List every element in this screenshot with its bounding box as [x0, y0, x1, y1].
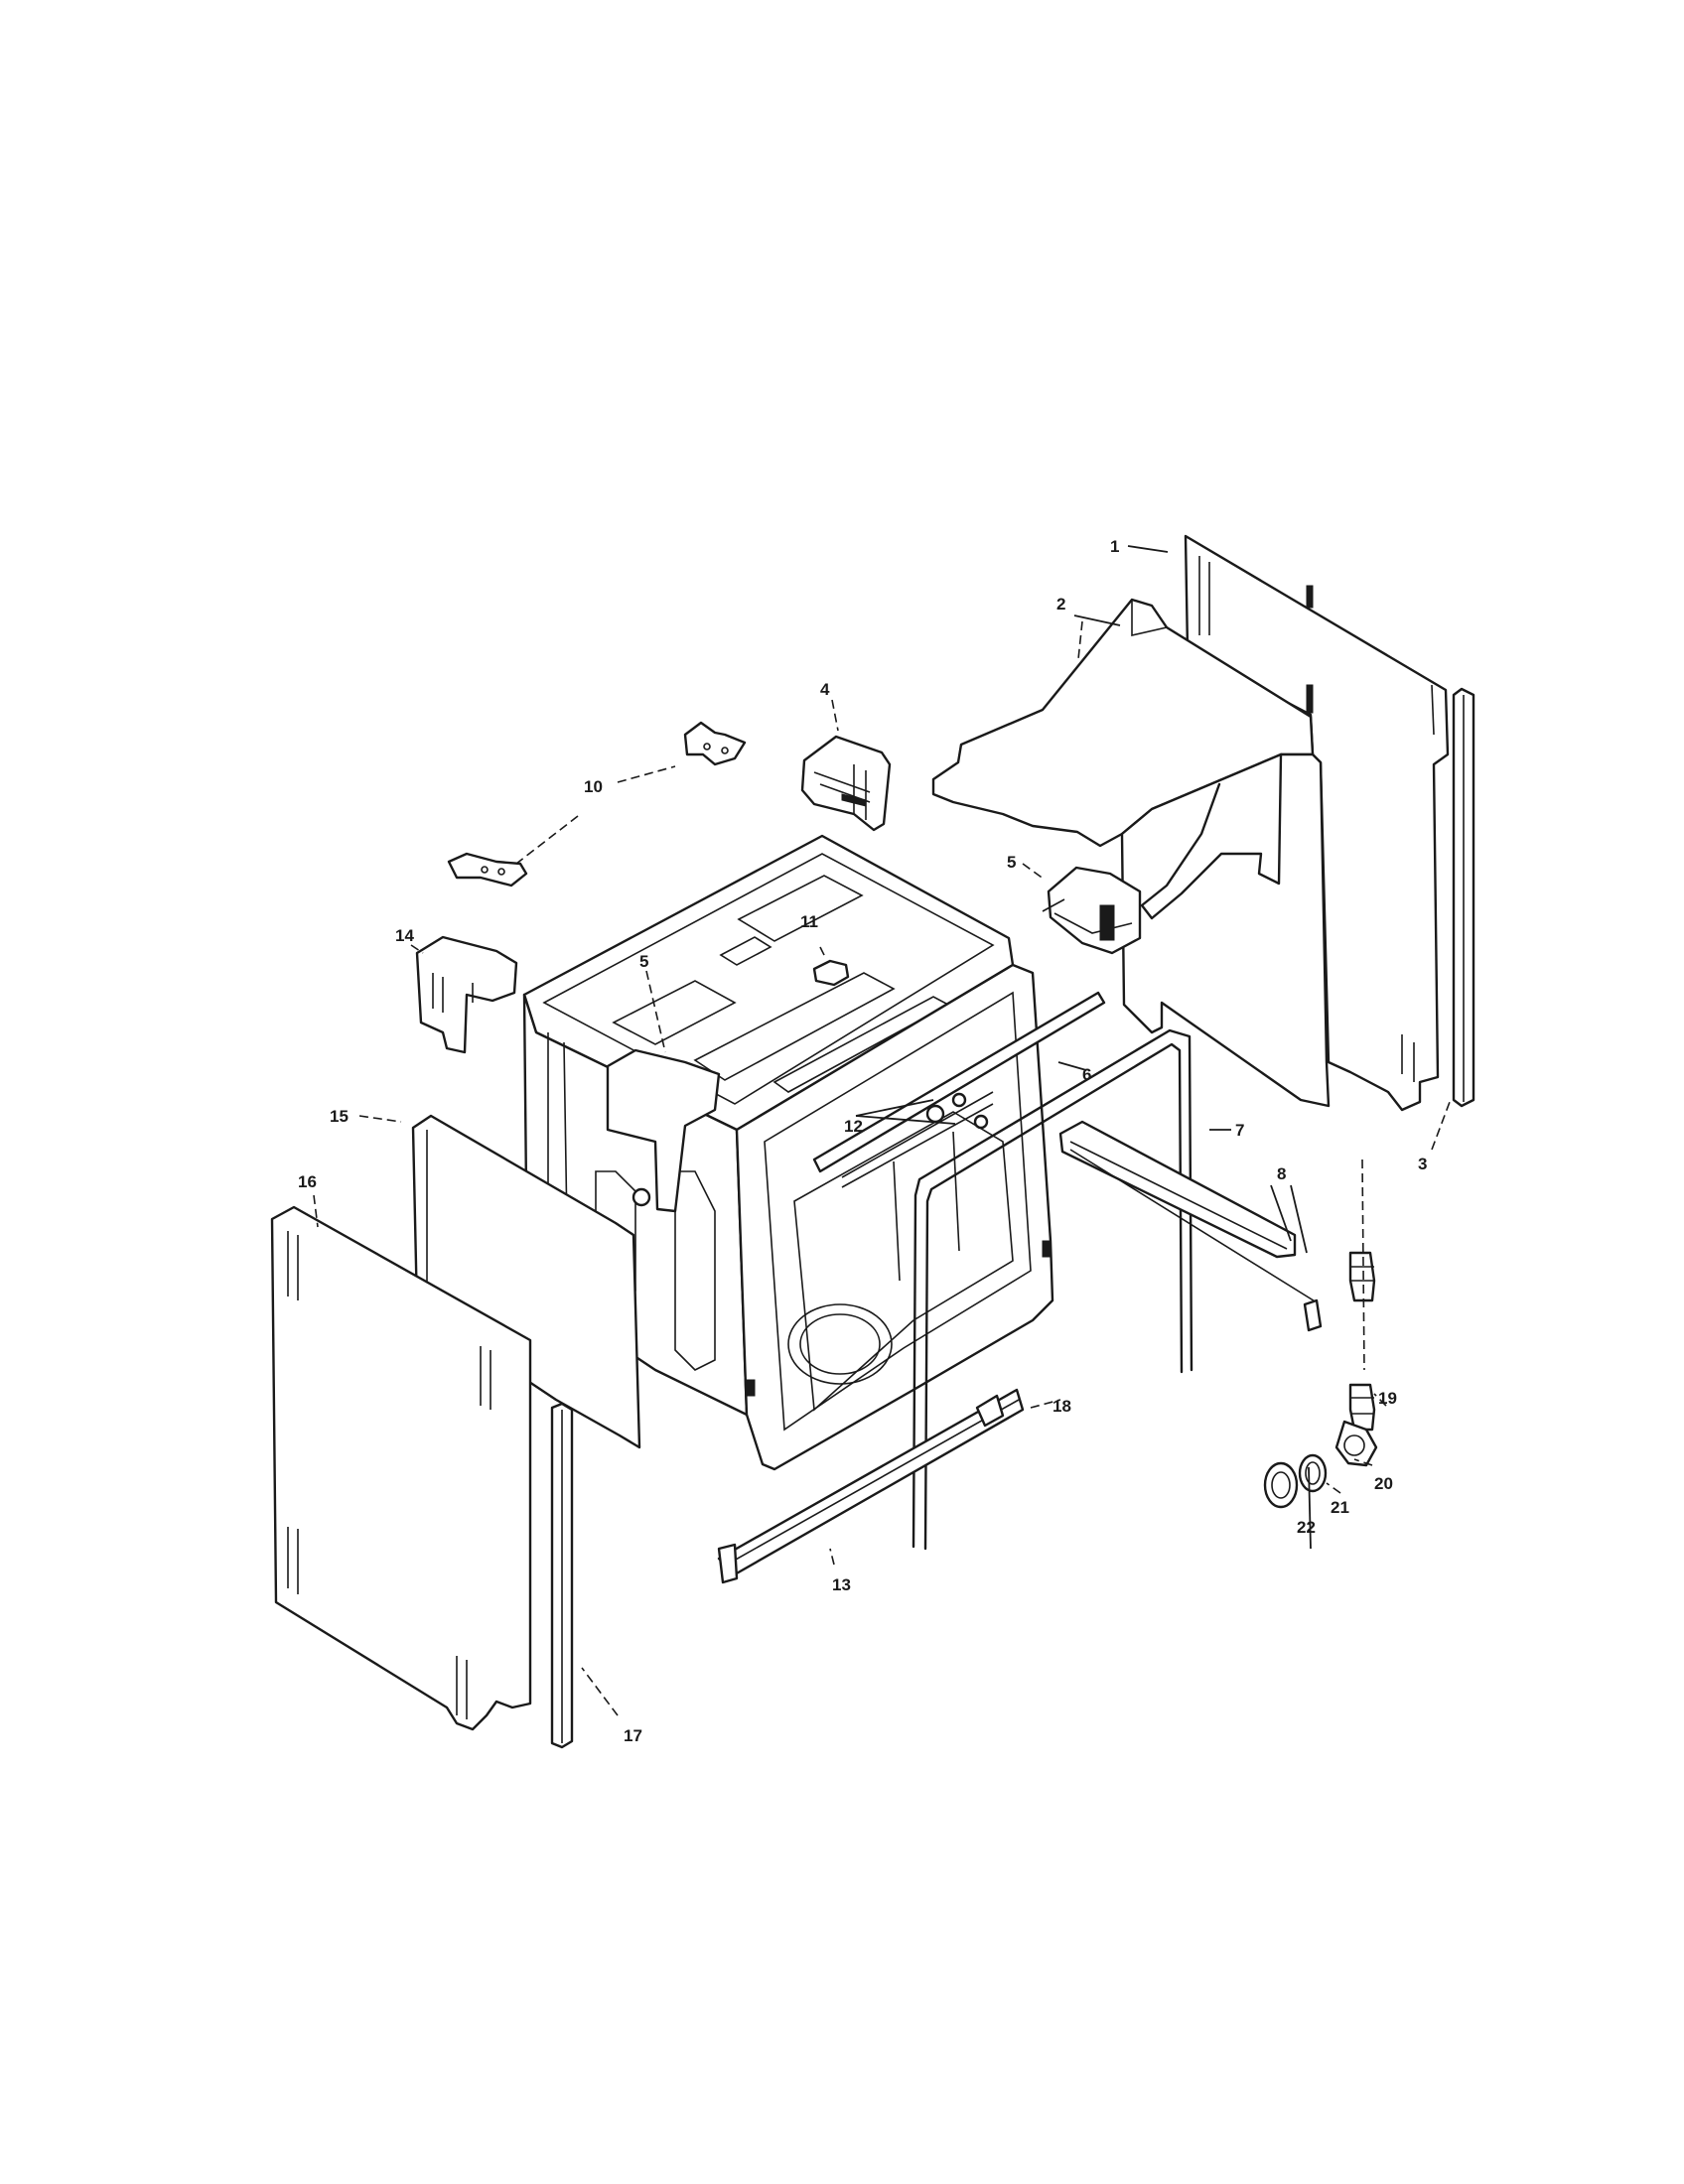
part-21-washer	[1298, 1453, 1328, 1493]
callout-5-tub: 5	[639, 952, 648, 971]
part-5-bracket-tub	[606, 1048, 721, 1213]
part-10-brackets	[447, 721, 747, 887]
part-19-fitting	[1348, 1251, 1376, 1432]
part-22-cap	[1263, 1461, 1312, 1550]
callout-7: 7	[1235, 1121, 1244, 1140]
callout-15: 15	[330, 1107, 349, 1126]
callout-21: 21	[1331, 1498, 1349, 1517]
part-17-trim-strip	[550, 1402, 574, 1749]
callout-6: 6	[1082, 1065, 1091, 1084]
leader-lines	[313, 545, 1451, 1716]
callout-10: 10	[584, 777, 603, 796]
callout-3: 3	[1418, 1155, 1427, 1173]
callout-5-right: 5	[1007, 853, 1016, 872]
part-12-fasteners	[925, 1092, 989, 1130]
callout-19: 19	[1378, 1389, 1397, 1408]
callout-14: 14	[395, 926, 414, 945]
part-11-clip	[812, 959, 850, 987]
part-4-bracket	[800, 735, 892, 832]
callout-11: 11	[800, 912, 818, 931]
callout-12: 12	[844, 1117, 863, 1136]
part-2-top-panel	[931, 598, 1331, 1108]
part-20-elbow	[1334, 1420, 1378, 1467]
callout-22: 22	[1297, 1518, 1316, 1537]
callout-8: 8	[1277, 1164, 1286, 1183]
part-8-hinge-arms	[1058, 1120, 1323, 1332]
part-6-seal-strip	[812, 991, 1106, 1173]
callout-1: 1	[1110, 537, 1119, 556]
callout-2: 2	[1056, 595, 1065, 614]
part-5-bracket-right	[1042, 866, 1142, 955]
part-16-outer-panel	[270, 1205, 532, 1731]
callout-13: 13	[832, 1575, 851, 1594]
callout-20: 20	[1374, 1474, 1393, 1493]
part-3-trim-strip	[1452, 687, 1475, 1108]
callout-16: 16	[298, 1172, 317, 1191]
callout-17: 17	[624, 1726, 642, 1745]
callout-labels: 1 2 3 4 5 5 6 7 8 10 11 12 13 14 15 16 1…	[298, 537, 1427, 1745]
part-7-gasket	[912, 1028, 1193, 1551]
callout-18: 18	[1052, 1397, 1071, 1416]
part-14-bracket	[415, 935, 518, 1054]
part-13-toe-bracket	[717, 1388, 1025, 1584]
callout-4: 4	[820, 680, 830, 699]
